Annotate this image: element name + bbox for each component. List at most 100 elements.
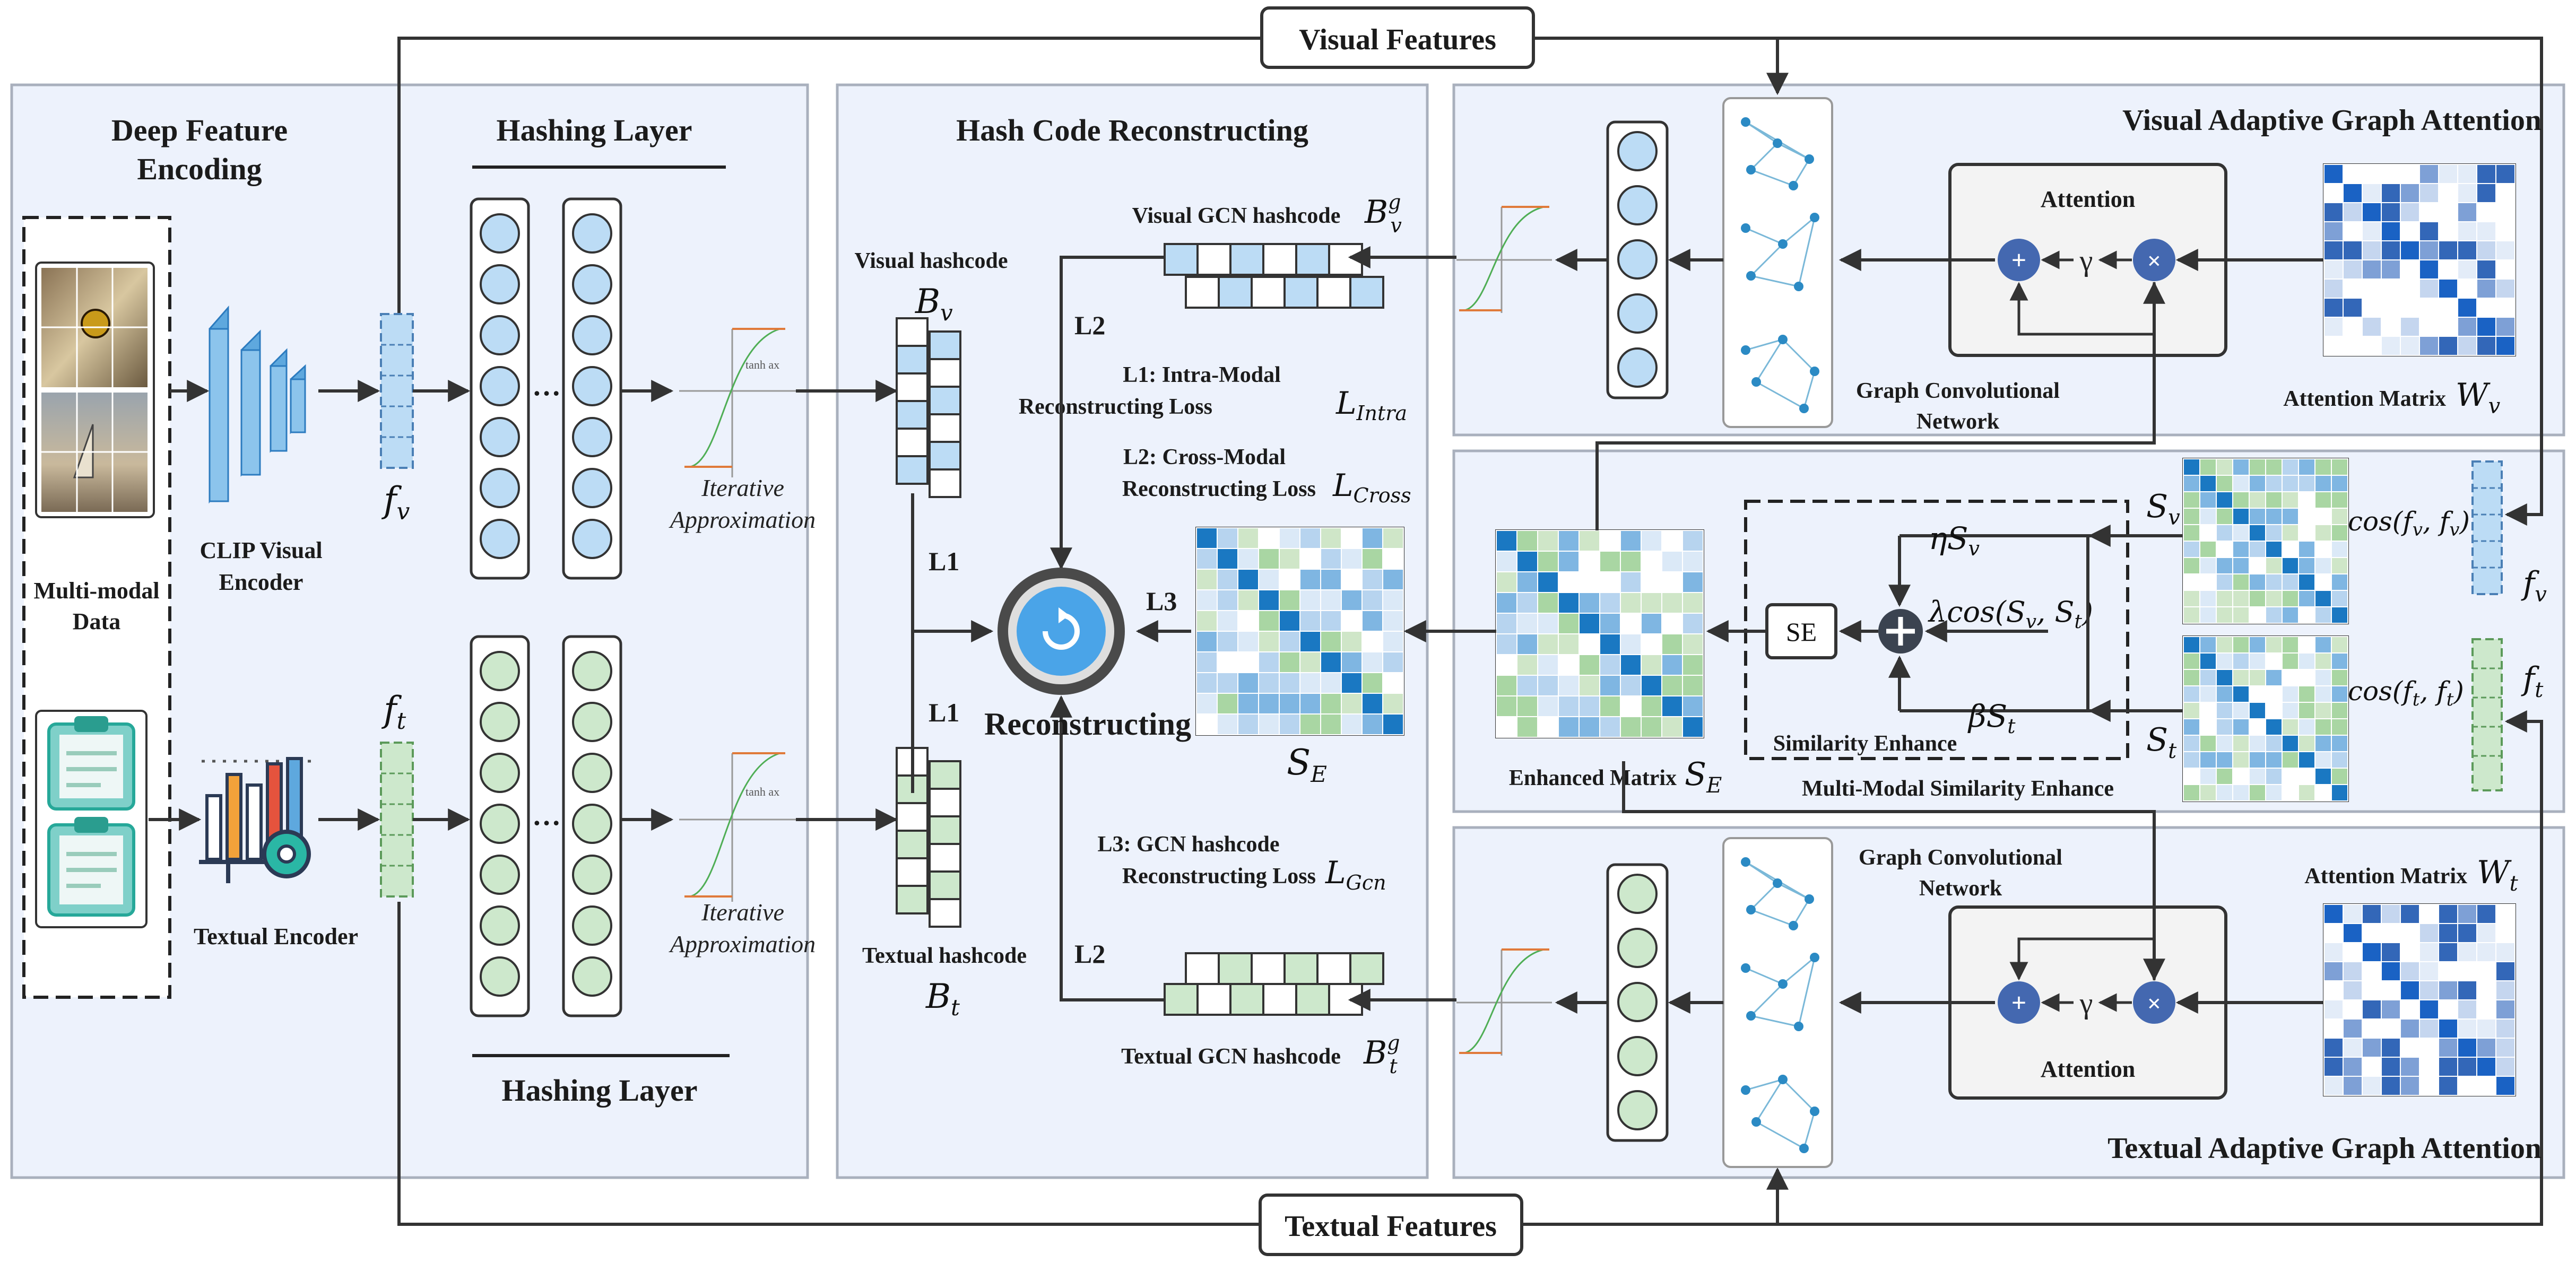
st-cell bbox=[2314, 652, 2332, 670]
wt-cell bbox=[2476, 1076, 2496, 1096]
hash-bit bbox=[929, 468, 961, 498]
st-cell bbox=[2199, 702, 2217, 719]
iter-bottom-1: Iterative bbox=[701, 899, 784, 926]
wt-cell bbox=[2400, 961, 2420, 981]
hash-bit bbox=[1218, 276, 1253, 309]
wt-cell bbox=[2438, 999, 2458, 1020]
Bv-symbol: Bv bbox=[915, 282, 953, 326]
st-cell bbox=[2314, 702, 2332, 719]
similarity-matrix-visual bbox=[2182, 458, 2349, 624]
st-cell bbox=[2331, 669, 2348, 686]
hash-bit bbox=[929, 898, 961, 928]
gamma-textual: γ bbox=[2079, 987, 2093, 1020]
fv-symbol-right: fv bbox=[2521, 565, 2547, 607]
st-cell bbox=[2199, 652, 2217, 670]
wt-cell bbox=[2438, 904, 2458, 924]
wv-cell bbox=[2419, 221, 2439, 241]
sv-cell bbox=[2265, 557, 2283, 574]
se-right-cell bbox=[1661, 613, 1683, 634]
Bt-symbol: Bt bbox=[925, 977, 960, 1021]
se-right-cell bbox=[1537, 551, 1559, 572]
sv-cell bbox=[2282, 557, 2299, 574]
hash-bit bbox=[1262, 983, 1297, 1016]
st-cell bbox=[2216, 669, 2233, 686]
wv-cell bbox=[2419, 240, 2439, 260]
st-cell bbox=[2298, 718, 2315, 736]
se-right-cell bbox=[1516, 613, 1538, 634]
se-right-cell bbox=[1641, 571, 1662, 593]
wv-cell bbox=[2323, 202, 2344, 222]
se-left-cell bbox=[1217, 713, 1238, 735]
sv-cell bbox=[2265, 491, 2283, 509]
se-left-cell bbox=[1279, 651, 1300, 673]
sv-cell bbox=[2199, 590, 2217, 607]
wt-cell bbox=[2419, 923, 2439, 943]
se-left-cell bbox=[1196, 631, 1218, 652]
se-left-cell bbox=[1361, 631, 1383, 652]
sv-cell bbox=[2232, 458, 2250, 476]
se-right-cell bbox=[1620, 633, 1642, 655]
wv-cell bbox=[2323, 183, 2344, 203]
sv-cell bbox=[2232, 508, 2250, 525]
hash-bit bbox=[929, 843, 961, 873]
se-left-cell bbox=[1299, 569, 1321, 590]
se-left-cell bbox=[1237, 569, 1259, 590]
wv-cell bbox=[2343, 202, 2363, 222]
wt-cell bbox=[2419, 1038, 2439, 1058]
se-right-cell bbox=[1558, 633, 1580, 655]
st-cell bbox=[2331, 751, 2348, 769]
st-cell bbox=[2249, 685, 2266, 703]
se-right-cell bbox=[1682, 551, 1704, 572]
se-right-cell bbox=[1599, 654, 1621, 676]
wv-cell bbox=[2381, 202, 2401, 222]
wv-cell bbox=[2419, 164, 2439, 184]
hash-bit bbox=[1164, 243, 1199, 276]
sv-cell bbox=[2232, 491, 2250, 509]
st-cell bbox=[2216, 751, 2233, 769]
hash-bit bbox=[896, 428, 929, 457]
wv-cell bbox=[2362, 202, 2382, 222]
se-left-cell bbox=[1217, 672, 1238, 694]
st-cell bbox=[2216, 718, 2233, 736]
wt-cell bbox=[2362, 980, 2382, 1000]
sv-cell bbox=[2249, 557, 2266, 574]
cos-fv: cos(fv, fv) bbox=[2348, 506, 2470, 541]
st-cell bbox=[2232, 735, 2250, 752]
sv-cell bbox=[2265, 475, 2283, 492]
se-left-cell bbox=[1196, 527, 1218, 549]
se-right-cell bbox=[1641, 633, 1662, 655]
st-cell bbox=[2249, 669, 2266, 686]
st-cell bbox=[2314, 751, 2332, 769]
wv-cell bbox=[2457, 221, 2477, 241]
se-left-cell bbox=[1217, 610, 1238, 632]
st-cell bbox=[2265, 718, 2283, 736]
se-left-cell bbox=[1361, 589, 1383, 611]
st-cell bbox=[2282, 652, 2299, 670]
textual-encoder-icon bbox=[199, 757, 313, 883]
se-left-cell bbox=[1258, 548, 1280, 570]
se-left-cell bbox=[1217, 651, 1238, 673]
wv-cell bbox=[2495, 221, 2516, 241]
st-cell bbox=[2232, 636, 2250, 654]
se-left-cell bbox=[1299, 527, 1321, 549]
deep-feature-title-2: Encoding bbox=[137, 152, 262, 186]
wt-cell bbox=[2323, 1038, 2344, 1058]
sv-cell bbox=[2249, 524, 2266, 542]
wt-cell bbox=[2457, 942, 2477, 962]
wv-cell bbox=[2400, 202, 2420, 222]
se-right-cell bbox=[1496, 695, 1517, 717]
plus-icon-visual bbox=[1998, 239, 2040, 281]
textual-features-label: Textual Features bbox=[1285, 1210, 1497, 1243]
sv-cell bbox=[2298, 524, 2315, 542]
wv-cell bbox=[2438, 298, 2458, 318]
wv-cell bbox=[2323, 240, 2344, 260]
se-right-cell bbox=[1641, 654, 1662, 676]
se-right-cell bbox=[1641, 716, 1662, 738]
st-cell bbox=[2199, 685, 2217, 703]
se-left-cell bbox=[1361, 713, 1383, 735]
wt-cell bbox=[2323, 904, 2344, 924]
se-right-cell bbox=[1641, 592, 1662, 614]
sv-cell bbox=[2183, 541, 2200, 558]
ellipsis-bottom: … bbox=[532, 799, 561, 831]
wt-cell bbox=[2495, 1038, 2516, 1058]
